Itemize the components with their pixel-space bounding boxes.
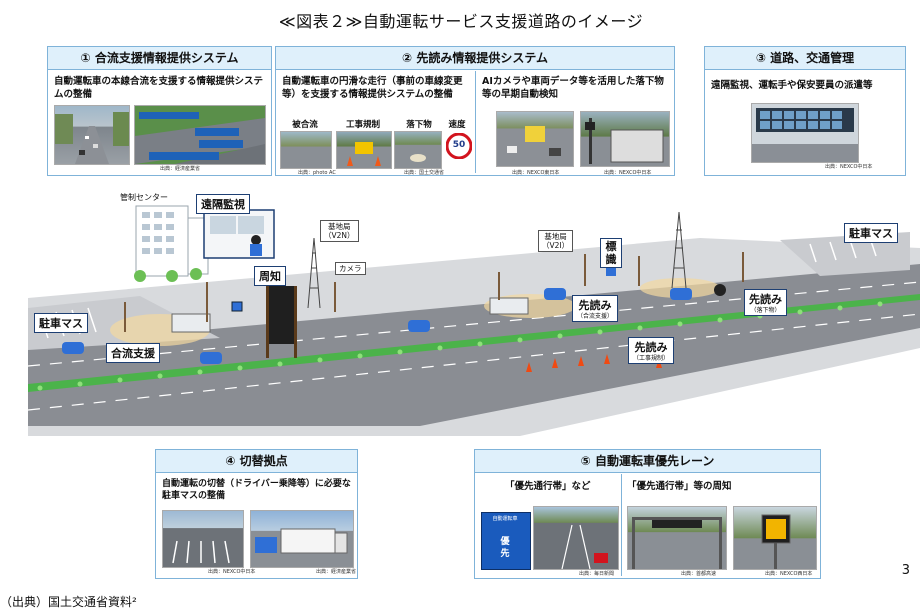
vehicle-data-drawing xyxy=(585,118,664,164)
panel-merge-support-text: 自動運転車の本線合流を支援する情報提供システムの整備 xyxy=(54,76,264,100)
road-scene xyxy=(27,205,921,436)
parking-left-callout: 駐車マス xyxy=(34,313,88,333)
construction-photo xyxy=(336,131,392,169)
preread-debris-title: 先読み xyxy=(749,293,782,306)
preread-construction-title: 先読み xyxy=(634,341,668,354)
base-station-v2i-type: （V2I） xyxy=(542,241,570,250)
source-shutoko: 出典：首都高速 xyxy=(681,571,717,577)
priority-sign-bot: 先 xyxy=(500,549,510,559)
vehicle-data-photo xyxy=(580,111,670,167)
source-photoac: 出典：photo AC xyxy=(298,170,336,176)
panel-merge-support-source: 出典：経済産業省 xyxy=(160,166,201,172)
truck-drawing xyxy=(255,528,348,554)
panel-traffic-management: ③ 道路、交通管理 遠隔監視、運転手や保安要員の派遣等 出典：NEXCO中日本 xyxy=(704,46,906,176)
highway-photo-drawing xyxy=(55,112,129,164)
panel-switch-point: ④ 切替拠点 自動運転の切替（ドライバー乗降等）に必要な駐車マスの整備 出典：N… xyxy=(155,449,358,579)
priority-lane-sub-right: 「優先通行帯」等の周知 xyxy=(627,481,732,492)
priority-sign-mid: 優 xyxy=(500,537,510,547)
preread-merge-title: 先読み xyxy=(578,299,612,312)
source-nexco-central-2: 出典：NEXCO中日本 xyxy=(208,569,256,575)
preread-debris-callout: 先読み （落下物） xyxy=(744,289,787,316)
page-number: 3 xyxy=(901,563,910,578)
parking-right-callout: 駐車マス xyxy=(844,223,898,243)
base-station-v2n-label: 基地局 （V2N） xyxy=(320,220,359,242)
remote-monitor-callout: 遠隔監視 xyxy=(196,194,250,214)
panel-traffic-management-text: 遠隔監視、運転手や保安要員の派遣等 xyxy=(711,80,873,91)
panel-preread-info-heading: ② 先読み情報提供システム xyxy=(276,47,674,70)
preread-debris-sub: （落下物） xyxy=(750,307,781,314)
base-station-v2i-title: 基地局 xyxy=(544,232,567,241)
control-room-photo xyxy=(751,103,859,163)
panel-traffic-management-heading: ③ 道路、交通管理 xyxy=(705,47,905,70)
panel-switch-point-text: 自動運転の切替（ドライバー乗降等）に必要な駐車マスの整備 xyxy=(162,479,351,501)
source-nexco-central: 出典：NEXCO中日本 xyxy=(604,170,652,176)
ai-camera-photo xyxy=(496,111,574,167)
panel-priority-lane: ⑤ 自動運転車優先レーン 「優先通行帯」など 「優先通行帯」等の周知 自動運転車… xyxy=(474,449,821,579)
gantry-drawing xyxy=(632,517,722,569)
message-board-photo xyxy=(733,506,817,570)
label-merging: 被合流 xyxy=(292,120,318,130)
truck-photo xyxy=(250,510,354,568)
panel-merge-support: ① 合流支援情報提供システム 自動運転車の本線合流を支援する情報提供システムの整… xyxy=(47,46,272,176)
ai-camera-drawing xyxy=(507,126,561,156)
speed-limit-sign-icon xyxy=(446,133,472,159)
panel-switch-point-heading: ④ 切替拠点 xyxy=(156,450,357,473)
debris-photo xyxy=(394,131,442,169)
merge-diagram-photo xyxy=(134,105,266,165)
debris-drawing xyxy=(410,154,426,162)
priority-road-drawing xyxy=(561,524,608,569)
preread-construction-sub: （工事規制） xyxy=(633,355,670,362)
control-center-label: 管制センター xyxy=(120,193,168,202)
base-station-v2n-type: （V2N） xyxy=(324,231,355,240)
label-debris: 落下物 xyxy=(406,120,432,130)
base-station-v2i-label: 基地局 （V2I） xyxy=(538,230,574,252)
panel-priority-lane-heading: ⑤ 自動運転車優先レーン xyxy=(475,450,820,473)
road-sign-callout: 標識 xyxy=(600,238,622,268)
message-board-drawing xyxy=(761,514,791,569)
highway-photo xyxy=(54,105,130,165)
source-nexco-east: 出典：NEXCO東日本 xyxy=(512,170,560,176)
panel-preread-left-text: 自動運転車の円滑な走行（事前の車線変更等）を支援する情報提供システムの整備 xyxy=(282,76,463,100)
panel-merge-support-heading: ① 合流支援情報提供システム xyxy=(48,47,271,70)
label-construction: 工事規制 xyxy=(345,120,380,130)
merging-photo xyxy=(280,131,332,169)
priority-lane-road-photo xyxy=(533,506,619,570)
parking-drawing xyxy=(172,540,230,564)
label-speed: 速度 xyxy=(448,120,466,130)
panel-traffic-management-source: 出典：NEXCO中日本 xyxy=(825,164,873,170)
source-nexco-west: 出典：NEXCO西日本 xyxy=(765,571,813,577)
source-meti: 出典：経済産業省 xyxy=(316,569,357,575)
base-station-v2n-title: 基地局 xyxy=(328,222,351,231)
panel5-divider xyxy=(621,474,622,576)
gantry-photo xyxy=(627,506,727,570)
preread-construction-callout: 先読み （工事規制） xyxy=(628,337,675,364)
source-mainichi: 出典：毎日新聞 xyxy=(579,571,615,577)
merge-diagram-drawing xyxy=(135,112,265,164)
parking-photo xyxy=(162,510,244,568)
preread-merge-sub: （合流支援） xyxy=(577,313,614,320)
panel-preread-right-text: AIカメラや車両データ等を活用した落下物等の早期自動検知 xyxy=(482,76,664,100)
priority-lane-sub-left: 「優先通行帯」など xyxy=(505,481,591,492)
panel-preread-info: ② 先読み情報提供システム 自動運転車の円滑な走行（事前の車線変更等）を支援する… xyxy=(275,46,675,176)
speed-limit-value: 50 xyxy=(452,140,466,150)
priority-lane-sign xyxy=(481,512,531,570)
preread-merge-callout: 先読み （合流支援） xyxy=(572,295,619,322)
construction-drawing xyxy=(347,142,381,166)
priority-sign-top: 自動運転車 xyxy=(492,516,518,522)
panel-divider xyxy=(475,71,476,173)
notice-callout: 周知 xyxy=(254,266,286,286)
merge-support-callout: 合流支援 xyxy=(106,343,160,363)
figure-title: ≪図表２≫自動運転サービス支援道路のイメージ xyxy=(278,12,644,31)
source-mlit: 出典：国土交通省 xyxy=(404,170,445,176)
control-room-drawing xyxy=(752,108,858,162)
camera-label: カメラ xyxy=(335,262,366,275)
source-note: （出典）国土交通省資料² xyxy=(0,595,137,609)
